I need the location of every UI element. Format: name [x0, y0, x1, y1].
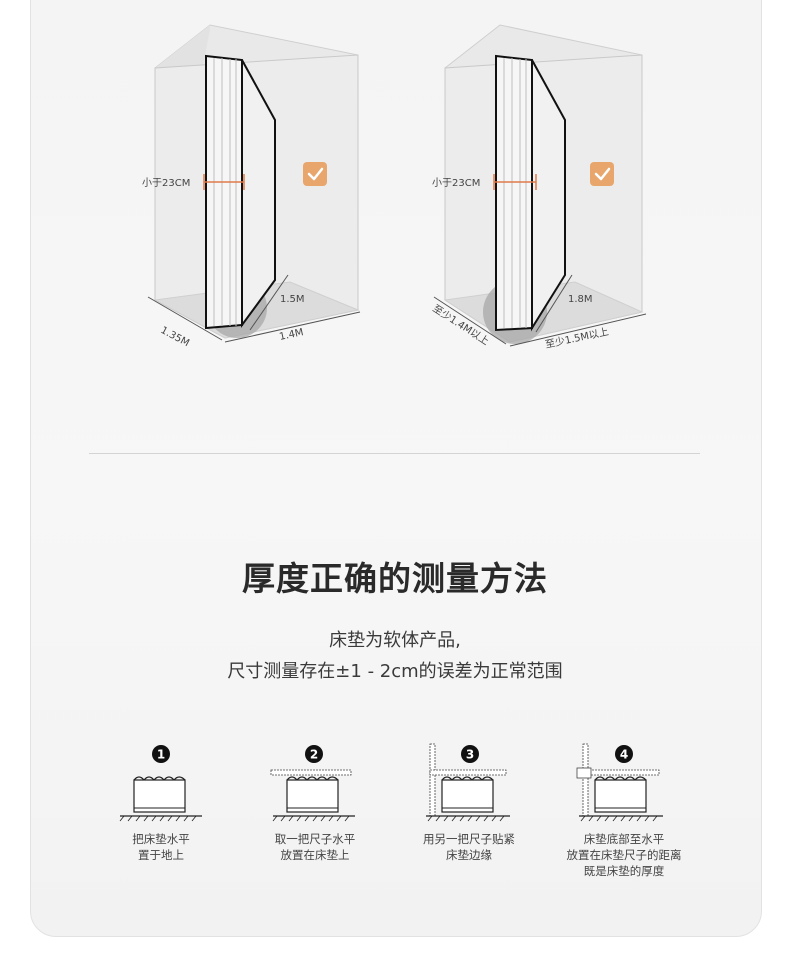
- step-2-caption: 取一把尺子水平 放置在床垫上: [274, 832, 356, 862]
- step-1-caption: 把床垫水平 置于地上: [132, 832, 190, 862]
- thickness-label: 小于23CM: [432, 177, 480, 189]
- subtitle-line-2: 尺寸测量存在±1 - 2cm的误差为正常范围: [227, 661, 563, 682]
- step-2-illustration: 2: [270, 745, 355, 822]
- height-label: 1.5M: [280, 294, 305, 305]
- check-icon: [590, 162, 614, 186]
- step-number: 3: [466, 748, 474, 762]
- step-4-illustration: 4: [576, 743, 663, 822]
- step-number: 1: [157, 748, 165, 762]
- doorway-figure-2: 小于23CM 1.8M 至少1.4M以上 至少1.5M以上: [430, 24, 647, 351]
- subtitle-line-1: 床垫为软体产品,: [329, 630, 461, 651]
- step-number: 2: [310, 748, 318, 762]
- section-divider: [89, 453, 700, 454]
- doorway-figure-1: 小于23CM 1.5M 1.35M 1.4M: [142, 24, 361, 349]
- width-label: 1.4M: [278, 327, 304, 343]
- height-label: 1.8M: [568, 294, 593, 305]
- section-title: 厚度正确的测量方法: [242, 559, 548, 598]
- step-1-illustration: 1: [119, 745, 202, 822]
- step-3-caption: 用另一把尺子贴紧 床垫边缘: [423, 832, 515, 862]
- depth-label: 1.35M: [159, 325, 191, 349]
- step-3-illustration: 3: [426, 743, 510, 822]
- step-number: 4: [620, 748, 628, 762]
- step-4-caption: 床垫底部至水平 放置在床垫尺子的距离 既是床垫的厚度: [566, 832, 682, 878]
- thickness-label: 小于23CM: [142, 177, 190, 189]
- check-icon: [303, 162, 327, 186]
